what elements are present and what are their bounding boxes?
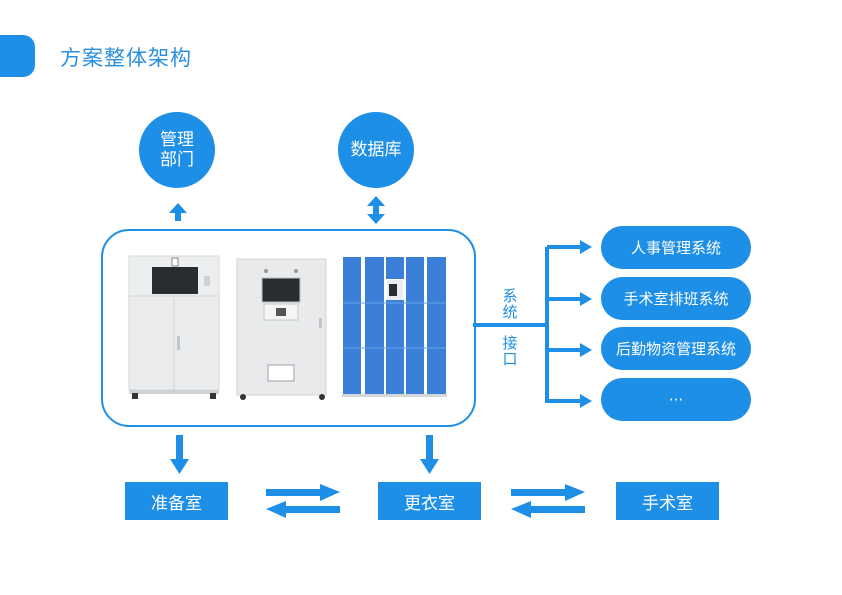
exchange-arrows-2 <box>511 484 585 518</box>
title-accent-tab <box>0 35 35 77</box>
system-logistics: 后勤物资管理系统 <box>601 327 751 370</box>
node-management-dept: 管理 部门 <box>139 112 215 188</box>
room-operating: 手术室 <box>616 482 719 520</box>
system-more: ··· <box>601 378 751 421</box>
arrow-up-to-management <box>169 203 187 221</box>
room-preparation: 准备室 <box>125 482 228 520</box>
device-smart-locker <box>342 256 447 397</box>
interface-label-system: 系 统 <box>502 287 518 321</box>
exchange-arrows-1 <box>266 484 340 518</box>
node-database-label: 数据库 <box>350 140 402 160</box>
arrow-down-to-changing-room <box>420 435 439 474</box>
room-changing: 更衣室 <box>378 482 481 520</box>
arrow-double-to-database <box>367 196 385 224</box>
node-management-line1: 管理 <box>160 130 194 150</box>
device-dispensing-cabinet <box>128 255 220 399</box>
node-database: 数据库 <box>338 112 414 188</box>
interface-label-interface: 接 口 <box>502 334 518 368</box>
arrow-down-to-prep-room <box>170 435 189 474</box>
system-hr: 人事管理系统 <box>601 226 751 269</box>
device-recycling-machine <box>236 258 327 400</box>
node-management-line2: 部门 <box>160 150 194 170</box>
interface-connector <box>473 245 582 403</box>
system-or-scheduling: 手术室排班系统 <box>601 277 751 320</box>
page-title: 方案整体架构 <box>60 46 192 70</box>
system-arrowheads <box>580 240 592 408</box>
